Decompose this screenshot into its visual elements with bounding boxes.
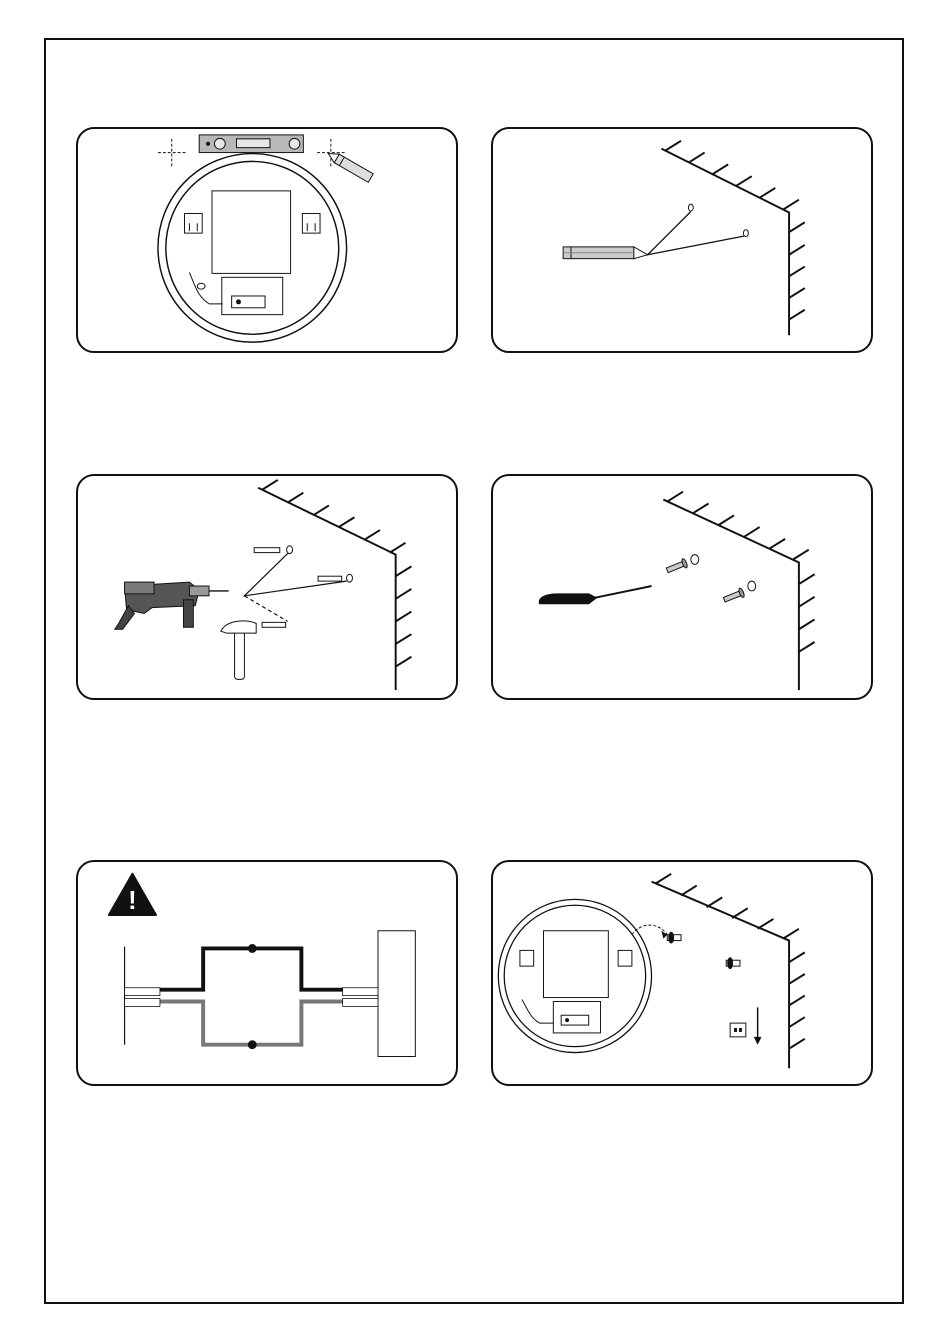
hole-2-icon	[748, 581, 756, 591]
screw-2-icon	[722, 587, 745, 604]
wall-plug-2-icon	[318, 576, 342, 581]
screw-2-icon	[726, 957, 740, 969]
hole-1-icon	[691, 555, 699, 565]
step-5-panel: !	[76, 860, 458, 1086]
wall-corner-icon	[258, 480, 411, 690]
hidden-pipes-warning-illustration: !	[78, 862, 456, 1084]
pipe-lower	[125, 999, 378, 1050]
step-4-panel	[491, 474, 873, 700]
step-1-panel	[76, 127, 458, 353]
pipe-upper	[125, 944, 378, 996]
hole-2-icon	[347, 574, 353, 582]
step-6-panel	[491, 860, 873, 1086]
step-2-panel	[491, 127, 873, 353]
crosshair-left-icon	[158, 139, 186, 167]
screw-1-icon	[665, 558, 688, 575]
pencil-icon	[563, 247, 647, 259]
mirror-level-illustration	[78, 129, 456, 351]
step-3-panel	[76, 474, 458, 700]
insert-screws-illustration	[493, 476, 871, 698]
spirit-level-icon	[199, 135, 303, 153]
power-drill-icon	[115, 582, 229, 629]
hang-mirror-illustration	[493, 862, 871, 1084]
drill-holes-illustration	[78, 476, 456, 698]
arrow-down-icon	[754, 1007, 762, 1044]
guide-lines	[648, 212, 744, 255]
wall-plug-3-icon	[262, 622, 286, 627]
mark-wall-illustration	[493, 129, 871, 351]
hammer-icon	[221, 621, 256, 679]
warning-symbol: !	[128, 887, 137, 915]
hole-mark-2-icon	[743, 230, 748, 237]
round-mirror-icon	[498, 899, 651, 1052]
screwdriver-icon	[539, 586, 651, 604]
wall-corner-icon	[652, 874, 805, 1068]
fixture-block	[378, 931, 415, 1057]
screw-1-icon	[667, 932, 681, 944]
wall-plug-1-icon	[254, 548, 280, 553]
bracket-icon	[730, 1023, 746, 1037]
hole-1-icon	[287, 546, 293, 554]
round-mirror-icon	[158, 154, 347, 343]
hole-mark-1-icon	[688, 204, 693, 211]
pencil-icon	[326, 149, 373, 182]
